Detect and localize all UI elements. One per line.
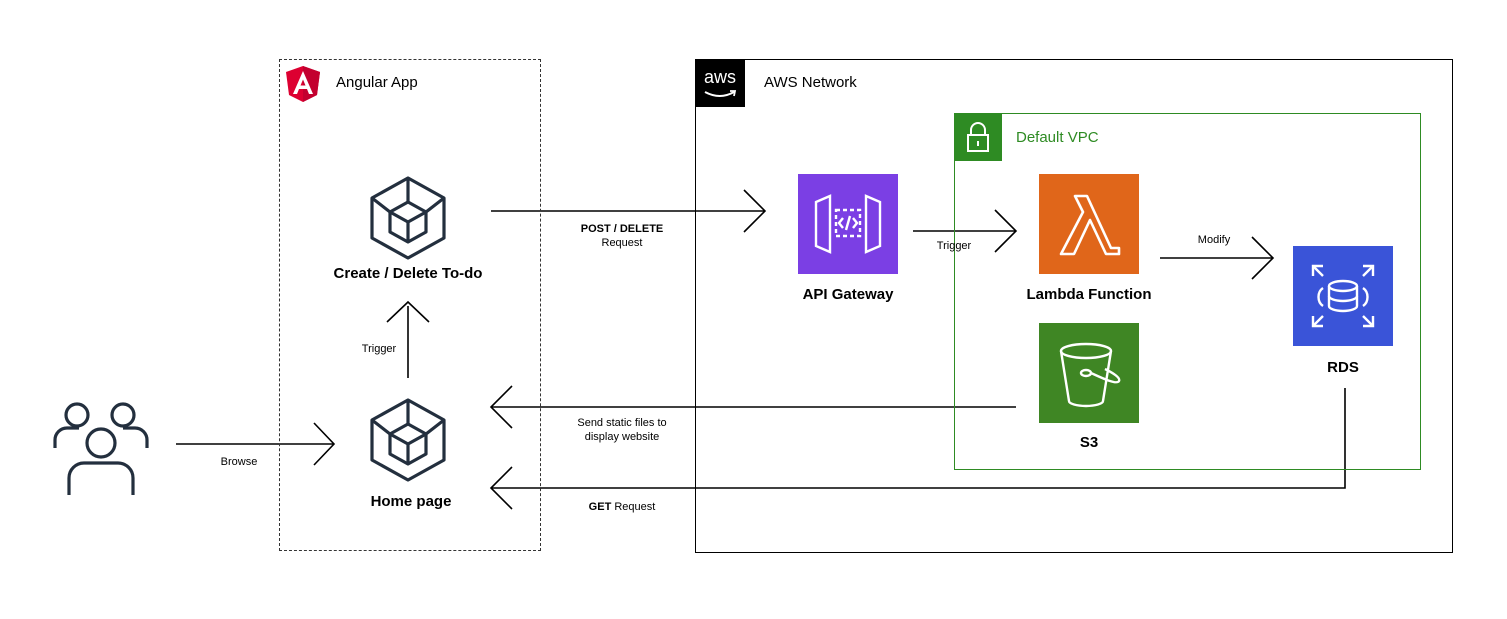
default-vpc-group — [954, 113, 1421, 470]
aws-network-title: AWS Network — [764, 74, 857, 91]
create-delete-label: Create / Delete To-do — [333, 265, 483, 282]
modify-arrowhead — [1251, 236, 1275, 280]
api-gateway-label: API Gateway — [802, 286, 894, 303]
post-delete-label: POST / DELETE Request — [552, 222, 692, 250]
static-files-line2: display website — [584, 431, 660, 443]
rds-icon — [1293, 246, 1393, 346]
post-delete-arrowhead — [743, 189, 767, 233]
static-files-line1: Send static files to — [577, 417, 667, 429]
trigger-lambda-label: Trigger — [936, 240, 972, 252]
post-delete-method: POST / DELETE — [580, 223, 664, 235]
lambda-label: Lambda Function — [1026, 286, 1152, 303]
angular-app-title: Angular App — [336, 74, 418, 91]
module-cube-icon — [368, 396, 448, 484]
trigger-lambda-arrowhead — [994, 209, 1018, 253]
trigger-up-label: Trigger — [361, 343, 397, 355]
aws-logo-text: aws — [703, 67, 736, 87]
get-request-method: GET — [588, 501, 612, 513]
api-gateway-icon — [798, 174, 898, 274]
post-delete-request: Request — [601, 237, 643, 249]
get-request-label: GET Request — [552, 500, 692, 514]
angular-logo-icon — [285, 65, 321, 103]
browse-label: Browse — [220, 456, 258, 468]
vpc-lock-icon — [954, 113, 1002, 161]
default-vpc-title: Default VPC — [1016, 129, 1099, 146]
lambda-icon — [1039, 174, 1139, 274]
aws-logo-icon: aws — [695, 59, 745, 107]
s3-bucket-icon — [1039, 323, 1139, 423]
get-request-arrowhead — [489, 466, 513, 510]
angular-app-group — [279, 59, 541, 551]
get-request-text: Request — [611, 501, 656, 513]
aws-network-group — [695, 59, 1453, 553]
users-icon — [52, 398, 150, 498]
home-page-label: Home page — [370, 493, 452, 510]
modify-label: Modify — [1197, 234, 1231, 246]
static-files-arrowhead — [489, 385, 513, 429]
rds-label: RDS — [1327, 359, 1359, 376]
s3-label: S3 — [1079, 434, 1099, 451]
get-request-arrow — [491, 388, 1346, 489]
module-cube-icon — [368, 174, 448, 262]
trigger-up-arrowhead — [386, 300, 430, 323]
static-files-label: Send static files to display website — [552, 416, 692, 444]
browse-arrowhead — [313, 422, 336, 466]
